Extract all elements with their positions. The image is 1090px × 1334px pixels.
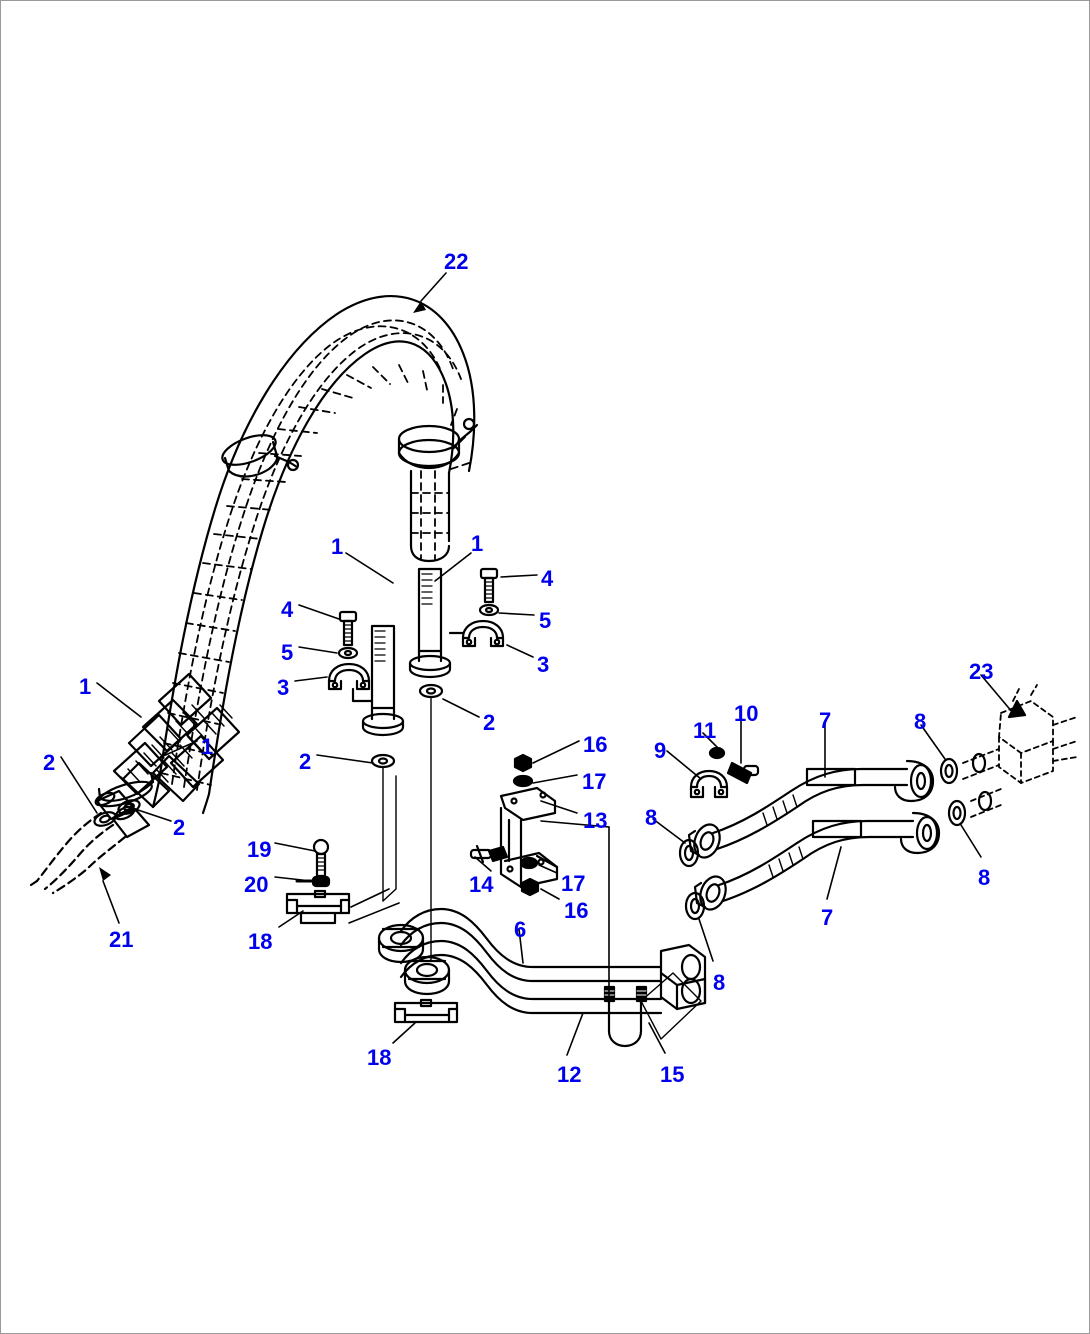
braided-hose-outline <box>151 294 476 815</box>
callout-17-a: 17 <box>582 769 607 794</box>
callout-17-b: 17 <box>561 871 586 896</box>
washer-5-right <box>478 603 500 617</box>
seal-washer-2-left-center <box>370 753 396 769</box>
callout-1-d: 1 <box>201 734 214 759</box>
clamp-bolt-19 <box>312 838 330 878</box>
callout-8-a: 8 <box>645 805 658 830</box>
mounting-bracket-13 <box>499 786 559 889</box>
tube-flange-lower <box>403 955 451 996</box>
callout-19: 19 <box>247 837 272 862</box>
pipe-stub-left <box>351 624 405 737</box>
callout-15: 15 <box>660 1062 685 1087</box>
hose-clamp-ring-left <box>221 434 300 478</box>
seal-washer-2-right-center <box>418 683 444 699</box>
callout-7-b: 7 <box>821 905 834 930</box>
adjacent-fitting-21 <box>94 789 151 839</box>
bolt-4-right <box>479 567 499 604</box>
o-ring-8-c <box>939 757 959 785</box>
leader-lines <box>60 272 1014 1056</box>
callout-20: 20 <box>244 872 269 897</box>
callout-4-a: 4 <box>541 566 554 591</box>
callout-4-b: 4 <box>281 597 294 622</box>
hose-clamp-ring-right <box>397 417 479 470</box>
callout-6: 6 <box>514 917 527 942</box>
callout-8-b: 8 <box>713 970 726 995</box>
callout-1-a: 1 <box>331 534 344 559</box>
washer-17-lower <box>519 856 539 870</box>
clamp-base-18-left <box>285 889 351 925</box>
callout-2-b: 2 <box>299 749 312 774</box>
callout-16-b: 16 <box>564 898 589 923</box>
callout-14: 14 <box>469 872 494 897</box>
callout-10: 10 <box>734 701 759 726</box>
nut-16-lower <box>520 877 540 897</box>
callout-5-a: 5 <box>539 608 552 633</box>
hydraulic-hose-7-lower <box>693 811 941 911</box>
braided-hose-lower-right <box>409 469 451 563</box>
fitting-sleeve-left-pair <box>97 672 241 809</box>
callout-3-a: 3 <box>537 652 550 677</box>
callout-9: 9 <box>654 738 667 763</box>
bolt-4-left <box>338 610 358 647</box>
callout-21: 21 <box>109 927 134 952</box>
callout-18-b: 18 <box>367 1045 392 1070</box>
callout-23: 23 <box>969 659 994 684</box>
callout-5-b: 5 <box>281 640 294 665</box>
braid-texture <box>160 319 470 791</box>
nut-16-upper <box>513 753 533 773</box>
callout-3-b: 3 <box>277 675 290 700</box>
u-bolt-clip-15 <box>603 985 648 1048</box>
callout-11: 11 <box>693 718 717 743</box>
washer-11 <box>708 746 726 760</box>
clamp-half-3-right <box>461 619 505 648</box>
callout-22: 22 <box>444 249 469 274</box>
callout-7-a: 7 <box>819 708 832 733</box>
callout-1-b: 1 <box>471 531 484 556</box>
callout-2-d: 2 <box>173 815 186 840</box>
callout-2-a: 2 <box>483 710 496 735</box>
clamp-base-18-lower <box>393 998 459 1024</box>
callout-13: 13 <box>583 808 608 833</box>
bolt-14 <box>469 844 509 864</box>
callout-16-a: 16 <box>583 732 608 757</box>
callout-8-c: 8 <box>914 709 927 734</box>
callout-2-c: 2 <box>43 750 56 775</box>
clamp-half-3-left <box>327 662 371 691</box>
valve-manifold-23 <box>962 684 1078 818</box>
washer-5-left <box>337 646 359 660</box>
tube-flange-upper <box>377 923 425 964</box>
callout-12: 12 <box>557 1062 582 1087</box>
bolt-10 <box>726 761 760 785</box>
callout-1-c: 1 <box>79 674 92 699</box>
washer-17-upper <box>512 774 534 788</box>
callout-18-a: 18 <box>248 929 273 954</box>
adjacent-assembly-21 <box>29 811 127 895</box>
tube-header-block <box>659 943 707 1011</box>
clamp-bracket-9 <box>689 769 729 799</box>
clip-leader-plate <box>640 972 702 1040</box>
pipe-stub-right <box>408 567 465 679</box>
callout-8-d: 8 <box>978 865 991 890</box>
clamp-pin-20 <box>295 875 331 888</box>
hydraulic-hose-7-upper <box>687 759 935 859</box>
hydraulic-tube-6 <box>399 907 663 983</box>
o-ring-8-d <box>947 799 967 827</box>
